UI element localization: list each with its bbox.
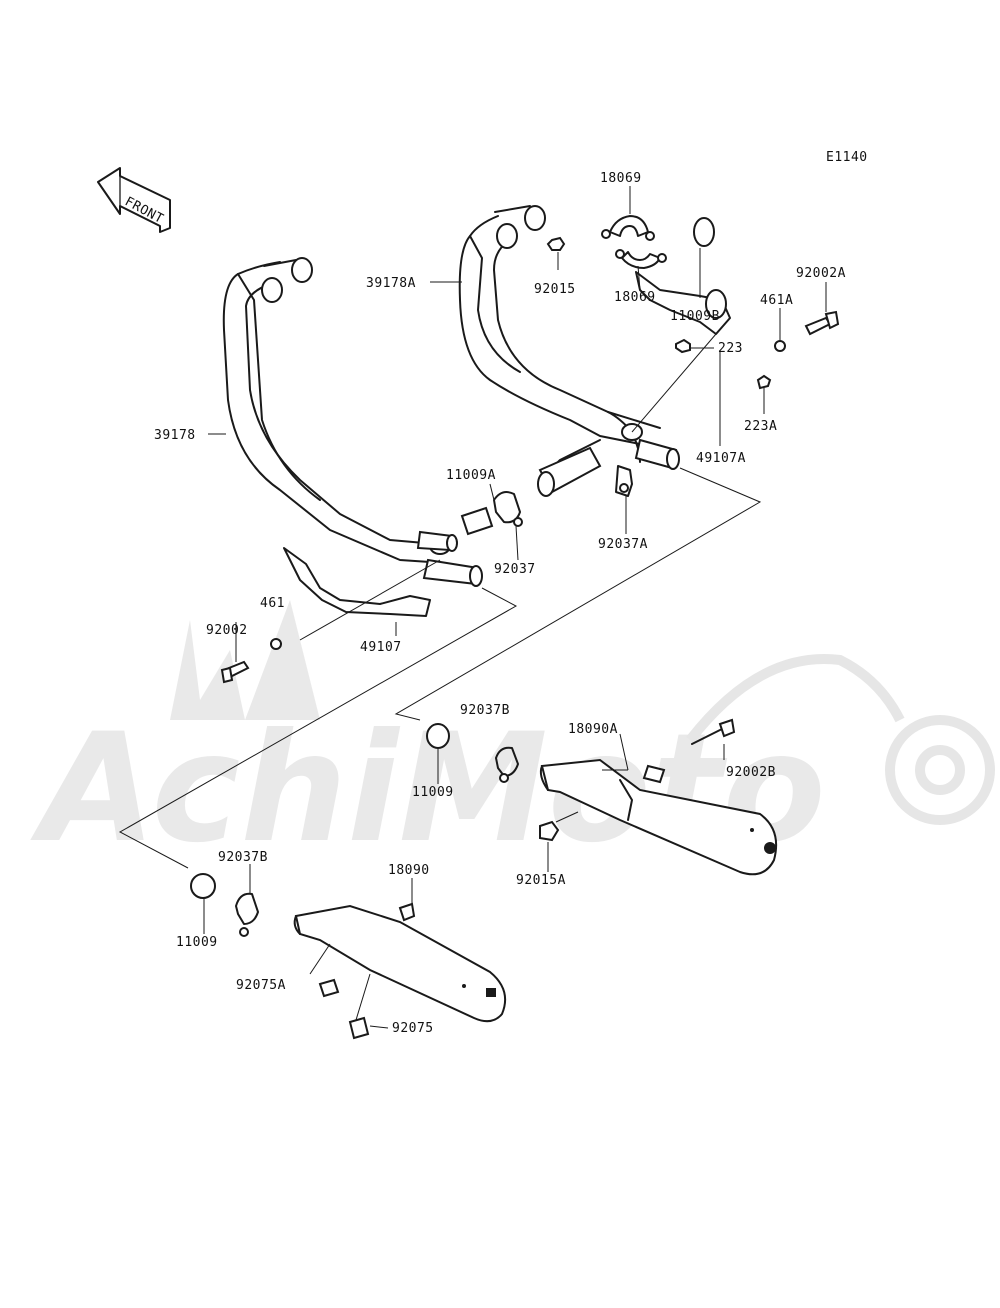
damper-92075 bbox=[348, 1016, 370, 1040]
label-92037b-low: 92037B bbox=[218, 850, 268, 865]
label-461a: 461A bbox=[760, 293, 793, 308]
label-11009a: 11009A bbox=[446, 468, 496, 483]
bolt-92002 bbox=[220, 660, 250, 684]
muffler-18090a bbox=[539, 758, 778, 876]
clamp-92037b-low bbox=[235, 892, 259, 937]
label-49107: 49107 bbox=[360, 640, 402, 655]
label-11009b: 11009B bbox=[670, 309, 720, 324]
gasket-11009a bbox=[460, 506, 494, 536]
header-pipe-39178a bbox=[458, 205, 680, 497]
bracket-49107 bbox=[283, 547, 431, 617]
watermark: AchiMoto bbox=[30, 600, 995, 876]
clamp-92037a bbox=[615, 465, 633, 497]
label-92002b: 92002B bbox=[726, 765, 776, 780]
clamp-18069-bottom bbox=[615, 249, 667, 269]
bolt-92002b bbox=[691, 718, 736, 745]
clamp-18069-top bbox=[601, 215, 655, 241]
label-223: 223 bbox=[718, 341, 743, 356]
nut-92015a bbox=[539, 820, 560, 842]
nut-92015 bbox=[546, 236, 566, 251]
label-18090: 18090 bbox=[388, 863, 430, 878]
label-92075: 92075 bbox=[392, 1021, 434, 1036]
label-92037: 92037 bbox=[494, 562, 536, 577]
label-18090a: 18090A bbox=[568, 722, 618, 737]
damper-92075a bbox=[318, 978, 340, 998]
washer-461a bbox=[774, 340, 786, 352]
part-labels: 18069 18069 92015 11009B 92002A 461A 223… bbox=[154, 171, 846, 1036]
clamp-92037b-mid bbox=[495, 746, 519, 783]
gasket-11009b bbox=[693, 217, 715, 247]
label-223a: 223A bbox=[744, 419, 777, 434]
label-92037b-mid: 92037B bbox=[460, 703, 510, 718]
label-92002a: 92002A bbox=[796, 266, 846, 281]
label-92015: 92015 bbox=[534, 282, 576, 297]
label-92075a: 92075A bbox=[236, 978, 286, 993]
label-92015a: 92015A bbox=[516, 873, 566, 888]
front-label: FRONT bbox=[122, 194, 166, 227]
front-arrow-icon: FRONT bbox=[97, 167, 171, 233]
diagram-code: E1140 bbox=[826, 150, 868, 165]
label-49107a: 49107A bbox=[696, 451, 746, 466]
gasket-11009-low bbox=[190, 873, 216, 899]
assembly-guide-lines bbox=[118, 333, 762, 869]
gasket-11009-mid bbox=[426, 723, 450, 749]
label-92037a: 92037A bbox=[598, 537, 648, 552]
clamp-92037 bbox=[493, 491, 523, 527]
bolt-223 bbox=[675, 338, 691, 354]
bolt-223a bbox=[756, 374, 772, 390]
label-92002: 92002 bbox=[206, 623, 248, 638]
label-461: 461 bbox=[260, 596, 285, 611]
muffler-18090 bbox=[293, 902, 506, 1023]
label-39178: 39178 bbox=[154, 428, 196, 443]
washer-461 bbox=[270, 638, 282, 650]
label-18069-bottom: 18069 bbox=[614, 290, 656, 305]
leader-lines bbox=[203, 186, 827, 1029]
bolt-92002a bbox=[804, 310, 840, 336]
label-11009-mid: 11009 bbox=[412, 785, 454, 800]
label-11009-low: 11009 bbox=[176, 935, 218, 950]
label-39178a: 39178A bbox=[366, 276, 416, 291]
label-18069-top: 18069 bbox=[600, 171, 642, 186]
header-pipe-39178 bbox=[222, 257, 483, 587]
